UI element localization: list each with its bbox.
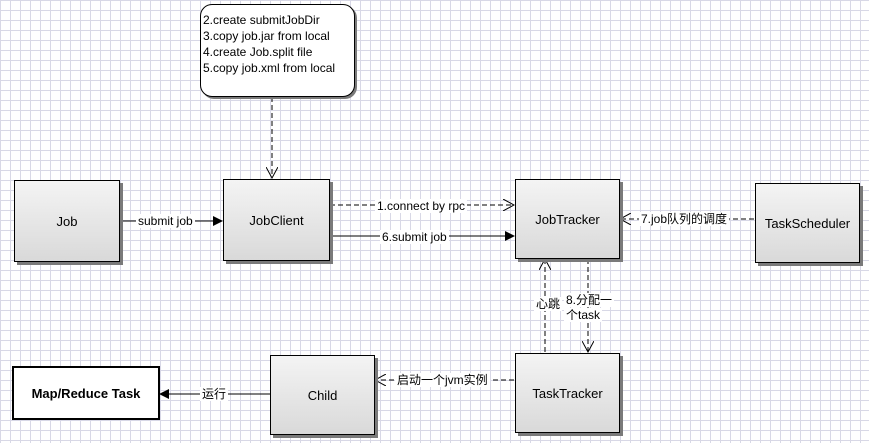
- job-node[interactable]: Job: [14, 180, 120, 262]
- edge-label-assign-task-2: 个task: [564, 308, 603, 322]
- note-line: 5.copy job.xml from local: [203, 61, 336, 75]
- edge-label-submit-job-6: 6.submit job: [380, 230, 449, 244]
- note-line: 2.create submitJobDir: [203, 13, 320, 27]
- child-node[interactable]: Child: [270, 355, 375, 435]
- job-node-label: Job: [56, 213, 78, 229]
- tasktracker-node[interactable]: TaskTracker: [515, 353, 620, 433]
- child-node-label: Child: [307, 387, 338, 403]
- edge-label-assign-task-1: 8.分配一: [564, 293, 615, 307]
- taskscheduler-node[interactable]: TaskScheduler: [755, 183, 860, 263]
- edge-label-start-jvm: 启动一个jvm实例: [395, 373, 490, 387]
- taskscheduler-node-label: TaskScheduler: [764, 215, 851, 231]
- tasktracker-node-label: TaskTracker: [532, 385, 603, 401]
- edge-label-run: 运行: [200, 387, 229, 401]
- submit-steps-note: 2.create submitJobDir 3.copy job.jar fro…: [200, 4, 355, 97]
- mapreduce-task-node-label: Map/Reduce Task: [31, 385, 141, 401]
- note-line: 4.create Job.split file: [203, 45, 313, 59]
- edge-label-connect-rpc: 1.connect by rpc: [375, 199, 468, 213]
- jobtracker-node-label: JobTracker: [535, 211, 600, 227]
- jobtracker-node[interactable]: JobTracker: [515, 179, 620, 259]
- edge-label-heartbeat: 心跳: [534, 297, 563, 311]
- edge-label-job-queue: 7.job队列的调度: [639, 212, 730, 226]
- jobclient-node-label: JobClient: [249, 212, 304, 228]
- edge-label-submit-job: submit job: [136, 214, 195, 228]
- mapreduce-task-node[interactable]: Map/Reduce Task: [12, 366, 160, 420]
- jobclient-node[interactable]: JobClient: [223, 179, 330, 261]
- note-line: 3.copy job.jar from local: [203, 29, 330, 43]
